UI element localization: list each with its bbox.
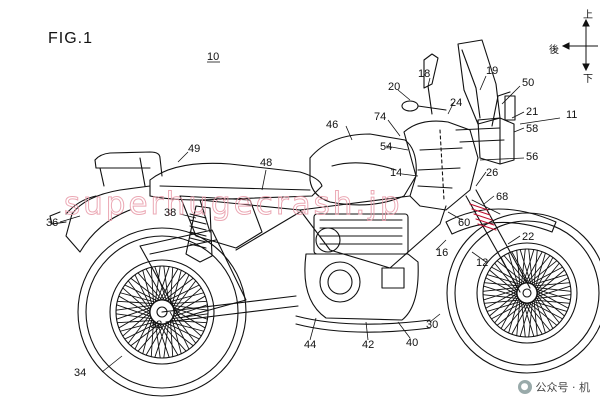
exhaust-pipe [295,315,431,333]
main-reference-numeral: 10 [207,51,219,63]
ref-numeral-49: 49 [188,143,200,155]
ref-numeral-46: 46 [326,119,338,131]
watermark-text: superhugecrash.jp [64,186,403,222]
direction-up-label: 上 [583,10,593,21]
ref-numeral-12: 12 [476,257,488,269]
swingarm [161,295,299,323]
ref-numeral-26: 26 [486,167,498,179]
ref-numeral-32: 32 [150,319,162,331]
rear-wheel-spokes [115,265,209,359]
ref-numeral-68: 68 [496,191,508,203]
rear-rack [94,151,163,187]
ref-numeral-38: 38 [164,207,176,219]
ref-numeral-50: 50 [522,77,534,89]
fuel-tank [309,133,417,206]
engine [304,213,419,321]
credit-text: 公众号 · 机 [535,381,591,394]
side-cover [179,195,263,249]
ref-numeral-20: 20 [388,81,400,93]
ref-numeral-74: 74 [374,111,386,123]
front-fairing [403,120,479,211]
ref-numeral-14: 14 [390,167,402,179]
front-wheel [446,212,600,374]
ref-numeral-42: 42 [362,339,374,351]
ref-numeral-40: 40 [406,337,418,349]
ref-numeral-48: 48 [260,157,272,169]
ref-numeral-18: 18 [418,68,430,80]
wechat-icon: ● [517,380,532,394]
muffler [139,229,247,319]
ref-numeral-21: 21 [526,106,538,118]
ref-numeral-22: 22 [522,231,534,243]
ref-numeral-60: 60 [458,217,470,229]
ref-numeral-11: 11 [566,109,577,121]
mirror [401,53,447,115]
windscreen [457,39,501,125]
ref-numeral-16: 16 [436,247,448,259]
direction-arrows-icon [561,18,598,72]
credit-badge: ● 公众号 · 机 [511,377,596,397]
front-spring [469,203,497,231]
ref-numeral-30: 30 [426,319,438,331]
direction-rear-label: 後 [549,45,559,56]
front-fender [445,208,557,235]
ref-numeral-58: 58 [526,123,538,135]
direction-down-label: 下 [583,74,593,85]
reference-numerals: 20 18 19 50 21 11 58 24 74 46 54 56 49 48 14 26 68 36 38 60… [46,51,577,379]
ref-numeral-36: 36 [46,217,58,229]
ref-numeral-56: 56 [526,151,538,163]
ref-numeral-34: 34 [74,367,86,379]
ref-numeral-44: 44 [304,339,316,351]
rear-fender [49,185,151,253]
ref-numeral-24: 24 [450,97,462,109]
figure-title: FIG.1 [48,30,94,47]
ref-numeral-54: 54 [380,141,392,153]
leader-lines [59,75,561,373]
ref-numeral-19: 19 [486,65,498,77]
front-rack [455,91,511,143]
seat [149,162,323,201]
